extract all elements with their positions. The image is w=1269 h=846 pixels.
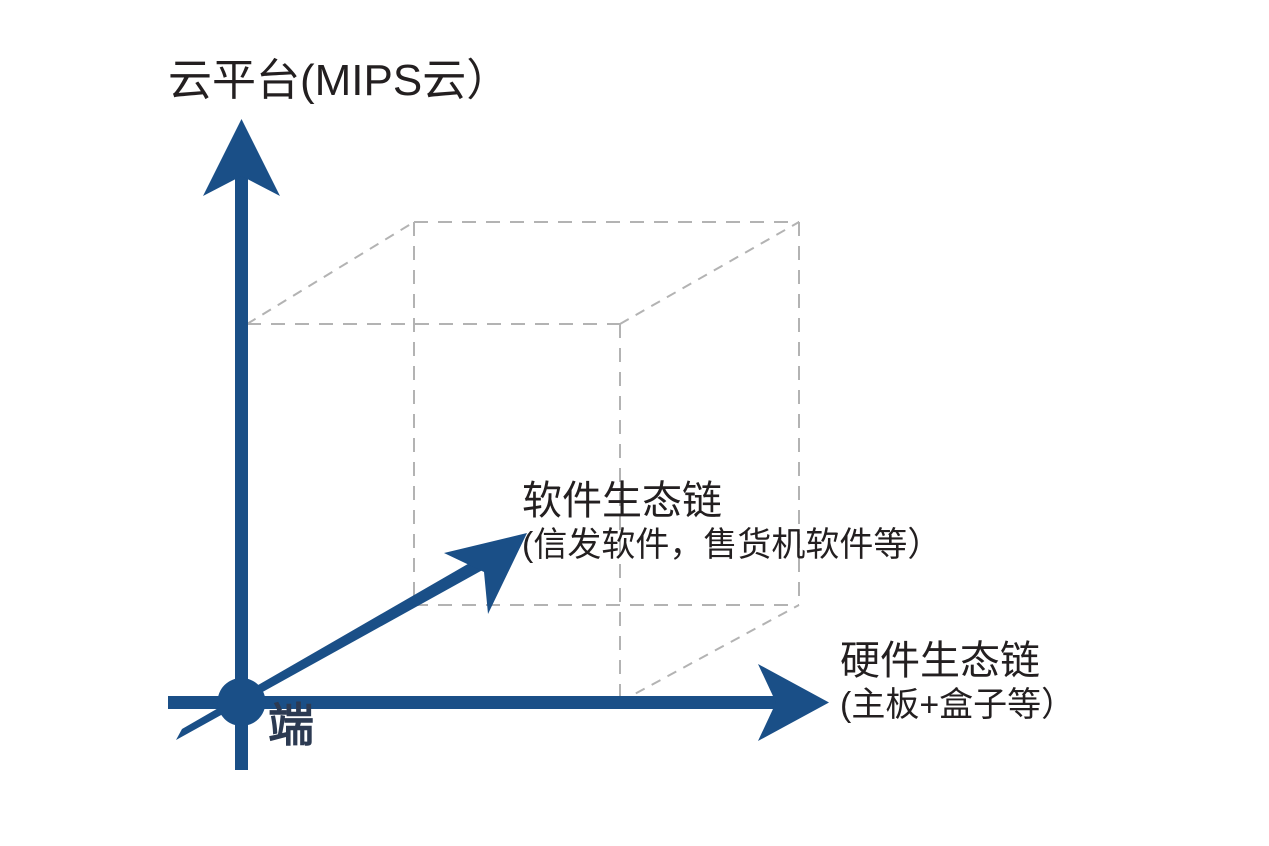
axis-x-stem <box>168 696 780 709</box>
origin-terminal-label: 端 <box>268 699 314 751</box>
axis-y-arrowhead <box>203 119 280 196</box>
software-ecosystem-axis-title: 软件生态链 <box>522 479 722 523</box>
cube-edge-recede-top-right <box>619 221 800 325</box>
software-ecosystem-axis-label: 软件生态链 (信发软件，售货机软件等） <box>522 479 941 564</box>
cloud-platform-axis-label: 云平台(MIPS云） <box>168 56 511 105</box>
cube-edge-recede-top-left <box>246 221 415 325</box>
axis-y-stem <box>235 170 248 770</box>
hardware-ecosystem-axis-detail: (主板+盒子等） <box>840 685 1076 724</box>
axis-group <box>168 119 829 770</box>
axis-x-arrowhead <box>758 664 829 741</box>
cube-wireframe <box>246 221 800 703</box>
cube-edge-recede-bottom-right <box>619 604 800 703</box>
axis-z-arrowhead <box>444 533 527 614</box>
hardware-ecosystem-axis-title: 硬件生态链 <box>840 639 1040 683</box>
origin-dot <box>217 678 266 726</box>
software-ecosystem-axis-detail: (信发软件，售货机软件等） <box>522 525 942 564</box>
hardware-ecosystem-axis-label: 硬件生态链 (主板+盒子等） <box>840 639 1075 724</box>
